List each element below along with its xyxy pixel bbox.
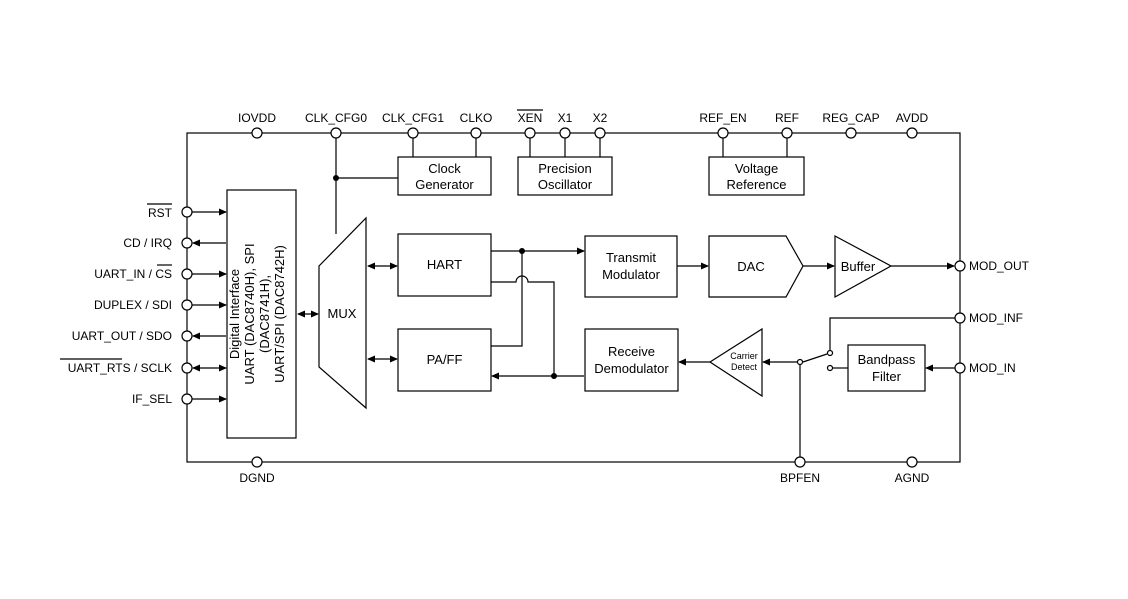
right-pin-mod-in: MOD_IN: [954, 361, 1016, 375]
hart-block: [397, 233, 492, 297]
top-pin-label: CLKO: [460, 111, 493, 125]
left-pin-label: CD / IRQ: [123, 236, 172, 250]
right-pin-mod-inf: MOD_INF: [954, 311, 1023, 325]
switch-contact: [826, 349, 834, 357]
top-pin-label: X1: [558, 111, 573, 125]
top-pin-label: IOVDD: [238, 111, 276, 125]
carrier-detect-line2: Detect: [731, 362, 758, 372]
bandpass-filter-block: [847, 344, 926, 392]
bottom-pin-agnd: AGND: [895, 456, 930, 485]
top-pin-avdd: AVDD: [896, 111, 929, 139]
hart-label: HART: [427, 257, 462, 272]
receive-demodulator-line2: Demodulator: [594, 361, 669, 376]
top-pin-iovdd: IOVDD: [238, 111, 276, 139]
left-pin-label: UART_OUT / SDO: [72, 329, 172, 343]
top-pin-clko: CLKO: [460, 111, 493, 139]
clock-generator-line2: Generator: [415, 177, 474, 192]
bandpass-filter-line1: Bandpass: [858, 352, 916, 367]
top-pin-clk-cfg1: CLK_CFG1: [382, 111, 444, 139]
digital-interface-line1: Digital Interface: [227, 269, 242, 359]
wire-hart-paff: [491, 251, 523, 347]
left-pin-label: UART_IN / CS: [94, 267, 172, 281]
dac-block: [708, 235, 804, 298]
top-pin-label: CLK_CFG1: [382, 111, 444, 125]
dac-label: DAC: [737, 259, 764, 274]
right-pin-label: MOD_INF: [969, 311, 1023, 325]
receive-demodulator-line1: Receive: [608, 344, 655, 359]
right-pin-label: MOD_OUT: [969, 259, 1030, 273]
left-pin-label-suffix: CS: [155, 267, 172, 281]
buffer-label: Buffer: [841, 259, 876, 274]
digital-interface-line3: (DAC8741H),: [257, 275, 272, 353]
top-pin-label: CLK_CFG0: [305, 111, 367, 125]
top-pin-label: X2: [593, 111, 608, 125]
left-pin-label: RST: [148, 206, 173, 220]
precision-oscillator-block: [517, 156, 613, 196]
right-pin-mod-out: MOD_OUT: [954, 259, 1030, 273]
carrier-detect-block: [708, 327, 763, 398]
bottom-pin-label: BPFEN: [780, 471, 820, 485]
bottom-pin-bpfen: BPFEN: [780, 456, 820, 485]
precision-oscillator-line1: Precision: [538, 161, 591, 176]
right-pin-label: MOD_IN: [969, 361, 1016, 375]
bottom-pin-dgnd: DGND: [239, 456, 275, 485]
transmit-modulator-line1: Transmit: [606, 250, 656, 265]
clock-generator-block: [397, 156, 492, 196]
left-pin-rst: RST: [147, 203, 227, 220]
transmit-modulator-block: [584, 235, 678, 298]
voltage-reference-line1: Voltage: [735, 161, 778, 176]
bottom-pin-label: AGND: [895, 471, 930, 485]
junction-dot: [333, 175, 339, 181]
switch-contact: [826, 364, 834, 372]
left-pin-uart-out-sdo: UART_OUT / SDO: [72, 329, 226, 343]
top-pin-ref: REF: [775, 111, 799, 139]
carrier-detect-line1: Carrier: [730, 351, 758, 361]
top-pin-ref-en: REF_EN: [699, 111, 747, 139]
left-pin-cd-irq: CD / IRQ: [123, 236, 226, 250]
left-pin-uart-rts-sclk: UART_RTS / SCLK: [60, 358, 227, 375]
switch-pivot: [796, 358, 804, 366]
switch-blade: [802, 353, 828, 363]
left-pin-label-main: UART_IN /: [94, 267, 155, 281]
top-pin-label: REF_EN: [699, 111, 746, 125]
wire-rxdemod-hart: [491, 275, 555, 376]
top-pin-label: AVDD: [896, 111, 929, 125]
precision-oscillator-line2: Oscillator: [538, 177, 593, 192]
wire-modinf-switch: [829, 317, 955, 350]
paff-label: PA/FF: [427, 352, 463, 367]
left-pin-label: IF_SEL: [132, 392, 172, 406]
top-pin-x2: X2: [593, 111, 608, 139]
top-pin-label: REG_CAP: [822, 111, 879, 125]
left-pin-duplex-sdi: DUPLEX / SDI: [94, 298, 227, 312]
top-pin-x1: X1: [558, 111, 573, 139]
digital-interface-line2: UART (DAC8740H), SPI: [242, 243, 257, 384]
left-pin-if-sel: IF_SEL: [132, 392, 227, 406]
top-pin-label: XEN: [518, 111, 543, 125]
left-pin-label: DUPLEX / SDI: [94, 298, 172, 312]
mux-block: [318, 216, 367, 410]
bandpass-filter-line2: Filter: [872, 369, 902, 384]
top-pin-label: REF: [775, 111, 799, 125]
buffer-block: [834, 234, 893, 299]
receive-demodulator-block: [584, 328, 679, 392]
voltage-reference-block: [708, 156, 805, 196]
digital-interface-line4: UART/SPI (DAC8742H): [272, 245, 287, 383]
left-pin-label: UART_RTS / SCLK: [68, 361, 172, 375]
left-pin-label-suffix: / SCLK: [131, 361, 172, 375]
bottom-pin-label: DGND: [239, 471, 275, 485]
top-pin-reg-cap: REG_CAP: [822, 111, 880, 139]
chip-outline: [186, 132, 961, 463]
mux-label: MUX: [328, 306, 357, 321]
voltage-reference-line2: Reference: [727, 177, 787, 192]
left-pin-uart-in-cs: UART_IN / CS: [94, 264, 227, 281]
top-pin-clk-cfg0: CLK_CFG0: [305, 111, 367, 139]
left-pin-label-main: UART_RTS: [68, 361, 131, 375]
paff-block: [397, 328, 492, 392]
digital-interface-block: [226, 189, 297, 439]
clock-generator-line1: Clock: [428, 161, 461, 176]
top-pin-xen: XEN: [517, 109, 543, 139]
transmit-modulator-line2: Modulator: [602, 267, 660, 282]
